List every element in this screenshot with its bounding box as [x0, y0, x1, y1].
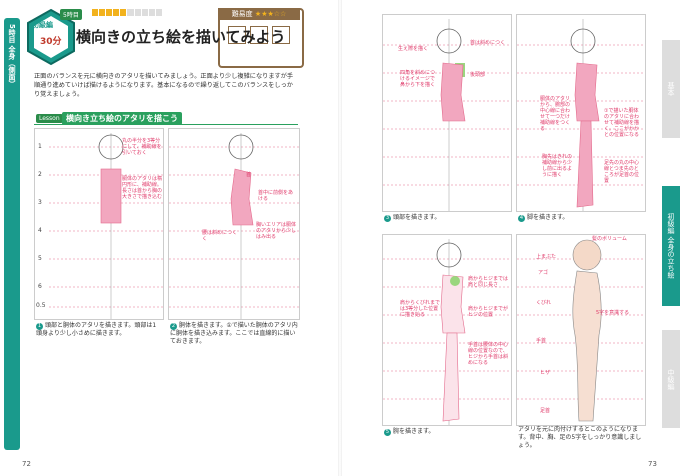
- panel-3-drawing: [383, 19, 511, 211]
- panel-6-drawing: [517, 239, 645, 422]
- panel6-label-4: 手首: [536, 338, 547, 344]
- progress-segment: [127, 9, 134, 16]
- caption-6: アタリを元に肉付けするとこのようになります。背中、胸、足の5字をしっかり意識しま…: [518, 426, 642, 449]
- difficulty-stars: ★★★☆☆: [254, 10, 287, 18]
- panel-6: [516, 234, 646, 426]
- chapter-strip: [4, 18, 20, 450]
- step-label: 5時目: [60, 9, 82, 20]
- panel1-note-2: 胴体のアタリは楕円形に、補助線。長さは首から胸の大きさで描き込む: [122, 176, 163, 200]
- badge-time-text: 30分: [40, 37, 62, 47]
- checkbox-3[interactable]: [272, 26, 290, 44]
- panel2-note-2: 首中に前側をあける: [258, 190, 294, 202]
- step-3-icon: 3: [384, 215, 391, 222]
- panel3-note-4: 後頭部: [470, 72, 486, 78]
- panel4-note-2: ①で描いた胴体のアタリに合わせて補助線を描く。ここがかかとの位置になる: [604, 108, 640, 138]
- progress-segment: [113, 9, 120, 16]
- step-1-icon: 1: [36, 323, 43, 330]
- page-number-left: 72: [22, 460, 31, 468]
- difficulty-label: 難易度 ★★★☆☆: [218, 8, 300, 20]
- progress-segment: [148, 9, 155, 16]
- panel3-note-1: 生え際を描く: [398, 46, 429, 52]
- panel2-note-4: 胸いエリアは胴体のアタリから少しはみ出る: [256, 222, 297, 240]
- step-4-icon: 4: [518, 215, 525, 222]
- panel2-note-1: 首: [246, 172, 252, 178]
- level-badge: [27, 8, 75, 66]
- panel-3: [382, 14, 512, 212]
- checkbox-1[interactable]: [228, 26, 246, 44]
- progress-segment: [92, 9, 99, 16]
- panel6-label-2: アゴ: [538, 270, 549, 276]
- panel6-label-1: 上まぶた: [536, 254, 557, 260]
- panel-5-drawing: [383, 239, 511, 425]
- panel4-note-3: 胸先はきれの補助線から少し前に出るように描く: [542, 154, 573, 178]
- lesson-title: 横向き立ち絵のアタリを描こう: [62, 112, 182, 125]
- panel5-note-3: 肩からヒジまでがヒジの位置: [468, 306, 509, 318]
- progress-segment: [141, 9, 148, 16]
- checkbox-2[interactable]: [250, 26, 268, 44]
- step-5-icon: 5: [384, 429, 391, 436]
- tab-basic[interactable]: 基本: [662, 40, 680, 138]
- panel5-note-4: 手首は腰体の中心線の位置なので、ヒジから手首は斜めになる: [468, 342, 509, 366]
- panel6-label-6: 足首: [540, 408, 551, 414]
- panel-5: [382, 234, 512, 426]
- panel6-label-3: くびれ: [536, 300, 552, 306]
- step-2-icon: 2: [170, 323, 177, 330]
- progress-segment: [120, 9, 127, 16]
- page-number-right: 73: [648, 460, 657, 468]
- intro-text: 正面のバランスを元に横向きのアタリを描いてみましょう。正面より少し複雑になります…: [34, 73, 294, 98]
- progress-segment: [106, 9, 113, 16]
- tab-beginner[interactable]: 初級編 全身の立ち絵: [662, 186, 680, 306]
- panel-4: [516, 14, 646, 212]
- badge-level-text: 初級編: [32, 21, 53, 29]
- panel-2: [168, 128, 300, 320]
- scale-3: 3: [38, 199, 42, 206]
- panel4-note-4: 足先の丸の中心線とつま先のところが足首の位置: [604, 160, 640, 184]
- page-title: 横向きの立ち絵を描いてみよう: [76, 28, 286, 46]
- progress-segment: [99, 9, 106, 16]
- progress-segment: [134, 9, 141, 16]
- panel-1: [34, 128, 164, 320]
- panel5-note-2: 肩からくびれまでは3等分した位置に描き始る: [400, 300, 441, 318]
- panel-4-drawing: [517, 19, 645, 211]
- panel6-note-2: 5字を意識する: [596, 310, 630, 316]
- panel6-label-5: ヒザ: [540, 370, 551, 376]
- progress-bar: [92, 9, 162, 16]
- panel3-note-2: 首は斜めにつく: [470, 40, 506, 46]
- panel2-note-3: 腰は斜めにつくく: [202, 230, 238, 242]
- scale-2: 2: [38, 171, 42, 178]
- panel5-note-1: 肩からヒジまでは肩と同じ長さ: [468, 276, 509, 288]
- panel3-note-3: 四角を斜めにつけるイメージで鼻から下を描く: [400, 70, 436, 88]
- progress-segment: [155, 9, 162, 16]
- scale-6: 6: [38, 283, 42, 290]
- scale-5: 5: [38, 255, 42, 262]
- scale-1: 1: [38, 143, 42, 150]
- panel-1-drawing: [49, 133, 163, 319]
- tab-intermediate[interactable]: 中級編: [662, 330, 680, 428]
- scale-05: 0.5: [36, 302, 46, 309]
- page-gutter: [338, 0, 342, 476]
- panel1-note-1: 丸の半分を3等分にして、補助線を引いておく: [122, 138, 162, 156]
- panel6-note-1: 髪のボリューム: [592, 236, 627, 242]
- scale-4: 4: [38, 227, 42, 234]
- chapter-strip-label: 5時目 全身（側面）: [8, 24, 16, 88]
- panel-2-drawing: [169, 133, 299, 319]
- panel4-note-1: 胴体のアタリから、腕部の中心線に合わせて一つだけ補助線をつくる: [540, 96, 571, 132]
- lesson-tag: Lesson: [36, 114, 63, 123]
